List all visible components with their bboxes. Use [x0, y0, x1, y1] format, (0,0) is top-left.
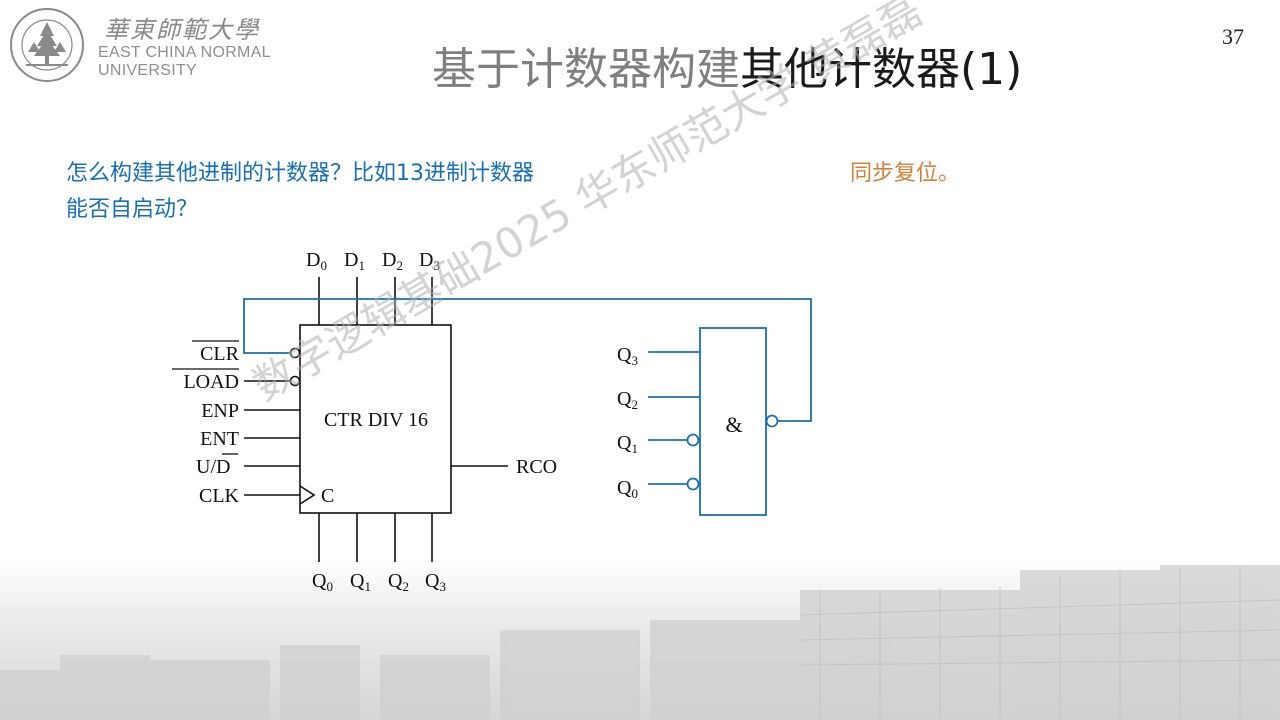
page-number: 37	[1222, 24, 1244, 49]
gate-input-label-q1: Q1	[617, 432, 638, 456]
nand-gate-label: &	[725, 412, 742, 437]
counter-block	[299, 324, 452, 514]
output-pins	[318, 513, 433, 562]
slide-title-part1: 基于计数器构建	[432, 44, 740, 95]
label-q0: Q0	[312, 570, 333, 594]
data-input-pins	[318, 277, 433, 325]
university-name-english-line2: UNIVERSITY	[98, 62, 198, 79]
question-line2: 能否自启动？	[66, 197, 199, 222]
university-logo: 華東師範大學 EAST CHINA NORMAL UNIVERSITY	[8, 6, 298, 86]
question-text: 怎么构建其他进制的计数器？比如13进制计数器 能否自启动？	[66, 156, 534, 228]
clr-inversion-bubble	[289, 347, 301, 359]
label-load: LOAD	[183, 371, 239, 393]
label-rco: RCO	[516, 456, 557, 478]
label-ud: U/D	[196, 456, 230, 478]
label-clr: CLR	[200, 343, 240, 365]
control-input-pins	[244, 375, 316, 505]
label-q1: Q1	[350, 570, 371, 594]
label-d2: D2	[382, 249, 403, 273]
label-enp: ENP	[201, 400, 239, 422]
slide-title: 基于计数器构建其他计数器(1)	[432, 40, 1022, 100]
university-seal-icon	[10, 8, 84, 82]
feedback-wire	[243, 298, 812, 422]
label-d0: D0	[306, 249, 327, 273]
gate-output-bubble	[765, 414, 779, 428]
campus-background-image	[0, 560, 1280, 720]
gate-input-wires	[648, 351, 700, 491]
nand-gate-block	[699, 327, 767, 516]
label-q3: Q3	[425, 570, 446, 594]
slide-title-part2: 其他计数器(1)	[740, 44, 1023, 95]
label-clock-c: C	[321, 485, 334, 507]
label-clk: CLK	[199, 485, 240, 507]
label-ent: ENT	[200, 428, 239, 450]
gate-input-label-q0: Q0	[617, 477, 638, 501]
university-name-chinese: 華東師範大學	[104, 16, 260, 44]
label-q2: Q2	[388, 570, 409, 594]
university-name-english-line1: EAST CHINA NORMAL	[98, 44, 271, 61]
gate-input-label-q3: Q3	[617, 344, 638, 368]
label-d1: D1	[344, 249, 365, 273]
question-line1: 怎么构建其他进制的计数器？比如13进制计数器	[66, 161, 534, 186]
label-d3: D3	[419, 249, 440, 273]
note-text: 同步复位。	[850, 161, 961, 186]
counter-block-label: CTR DIV 16	[324, 409, 428, 431]
gate-input-label-q2: Q2	[617, 388, 638, 412]
